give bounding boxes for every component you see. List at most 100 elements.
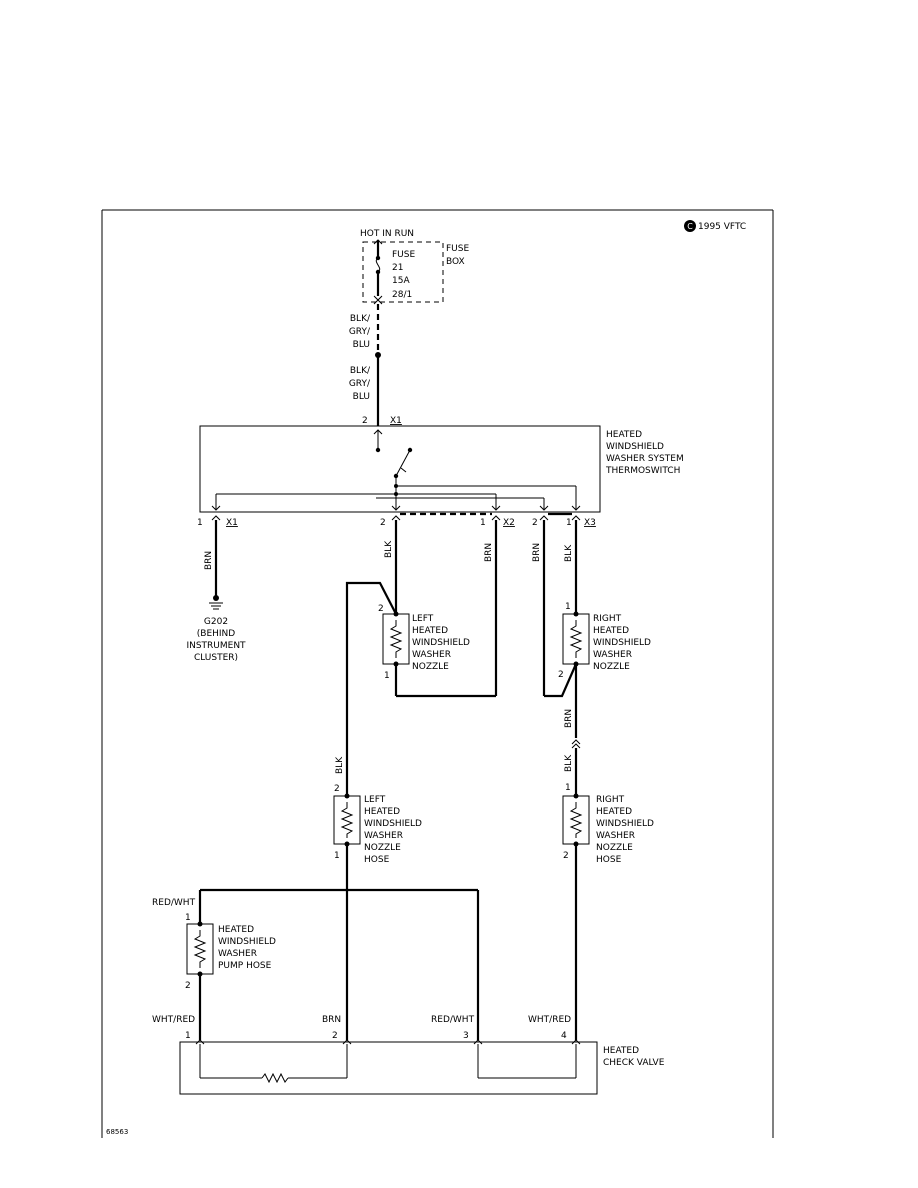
right-nozzle: BRN BLK 1 2 RIGHT HEATED WINDSHIELD WASH… xyxy=(532,520,651,796)
left-hose: BLK 2 1 LEFT HEATED WINDSHIELD WASHER NO… xyxy=(333,756,422,1040)
thermoswitch-label-1: HEATED xyxy=(606,430,642,440)
right-hose-label-5: NOZZLE xyxy=(596,843,633,853)
wire-label-ground: BRN xyxy=(204,551,214,570)
ground-label-2: (BEHIND xyxy=(197,629,236,639)
pin-x1-1-number: 1 xyxy=(197,518,203,528)
right-hose-pin-top: 1 xyxy=(565,783,571,793)
left-nozzle-label-3: WINDSHIELD xyxy=(412,638,470,648)
right-nozzle-label-5: NOZZLE xyxy=(593,662,630,672)
wire-label-top2-a: BLK/ xyxy=(350,366,371,376)
pump-hose-label-3: WASHER xyxy=(218,949,257,959)
pump-hose-pin-bottom: 2 xyxy=(185,981,191,991)
fuse-label-3: 15A xyxy=(392,276,410,286)
left-hose-label-1: LEFT xyxy=(364,795,386,805)
pin-x3-2-number: 2 xyxy=(532,518,538,528)
left-nozzle-pin-top: 2 xyxy=(378,604,384,614)
wire-label-cv-2: BRN xyxy=(322,1015,341,1025)
fuse-box-outline xyxy=(362,241,444,303)
wire-label-right-brn: BRN xyxy=(532,543,542,562)
check-valve: WHT/RED BRN RED/WHT WHT/RED 1 2 3 4 HEAT… xyxy=(152,1015,665,1095)
right-hose-label-2: HEATED xyxy=(596,807,632,817)
wire-label-top2-b: GRY/ xyxy=(349,379,371,389)
pin-x2-2-number: 2 xyxy=(380,518,386,528)
left-hose-label-6: HOSE xyxy=(364,855,390,865)
right-nozzle-label-2: HEATED xyxy=(593,626,629,636)
thermoswitch-label-3: WASHER SYSTEM xyxy=(606,454,684,464)
right-nozzle-label-4: WASHER xyxy=(593,650,632,660)
right-nozzle-label-3: WINDSHIELD xyxy=(593,638,651,648)
fuse-label-2: 21 xyxy=(392,263,403,273)
check-valve-label-2: CHECK VALVE xyxy=(603,1058,665,1068)
thermoswitch-outline xyxy=(199,425,601,513)
wire-label-left-hose-blk: BLK xyxy=(335,756,345,774)
thermoswitch-label-2: WINDSHIELD xyxy=(606,442,664,452)
wire-label-right-blk: BLK xyxy=(564,544,574,562)
left-hose-pin-bottom: 1 xyxy=(334,851,340,861)
wire-label-cv-1: WHT/RED xyxy=(152,1015,195,1025)
right-hose: 1 2 RIGHT HEATED WINDSHIELD WASHER NOZZL… xyxy=(562,783,654,1040)
ground-label-3: INSTRUMENT xyxy=(186,641,246,651)
copyright-mark: C 1995 VFTC xyxy=(684,220,746,232)
wire-label-left-blk: BLK xyxy=(384,540,394,558)
left-nozzle: BLK BRN 2 1 LEFT HEATED WINDSHIELD WASHE… xyxy=(345,520,498,796)
right-hose-label-4: WASHER xyxy=(596,831,635,841)
ground-label-4: CLUSTER) xyxy=(194,653,238,663)
pump-hose-label-4: PUMP HOSE xyxy=(218,961,272,971)
pump-hose-pin-top: 1 xyxy=(185,913,191,923)
fuse-box: HOT IN RUN FUSE 21 15A 28/1 FUSE BOX xyxy=(360,229,469,305)
right-nozzle-pin-bottom: 2 xyxy=(558,670,564,680)
left-hose-label-3: WINDSHIELD xyxy=(364,819,422,829)
fuse-box-label-1: FUSE xyxy=(446,244,469,254)
wire-label-top2-c: BLU xyxy=(353,392,370,402)
diagram-frame xyxy=(101,209,774,1138)
wire-label-top1-a: BLK/ xyxy=(350,314,371,324)
fuse-box-label-2: BOX xyxy=(446,257,465,267)
left-nozzle-label-4: WASHER xyxy=(412,650,451,660)
pin-top-connector: X1 xyxy=(390,416,402,426)
pin-x3-1-number: 1 xyxy=(566,518,572,528)
check-valve-pin-3: 3 xyxy=(463,1031,469,1041)
wire-label-pump-red: RED/WHT xyxy=(152,898,196,908)
check-valve-outline xyxy=(179,1041,598,1095)
wire-label-top1-b: GRY/ xyxy=(349,327,371,337)
power-wire: BLK/ GRY/ BLU BLK/ GRY/ BLU xyxy=(349,304,381,426)
wire-label-top1-c: BLU xyxy=(353,340,370,350)
right-hose-label-6: HOSE xyxy=(596,855,622,865)
pump-hose: RED/WHT 1 2 HEATED WINDSHIELD WASHER PUM… xyxy=(152,888,480,1040)
left-hose-label-4: WASHER xyxy=(364,831,403,841)
ground-label-1: G202 xyxy=(204,617,228,627)
wire-label-cv-4: WHT/RED xyxy=(528,1015,571,1025)
fuse-label-1: FUSE xyxy=(392,250,415,260)
wire-label-cv-3: RED/WHT xyxy=(431,1015,475,1025)
pin-x2-1-number: 1 xyxy=(480,518,486,528)
ground-g202: BRN G202 (BEHIND INSTRUMENT CLUSTER) xyxy=(186,520,246,663)
left-nozzle-label-5: NOZZLE xyxy=(412,662,449,672)
thermoswitch: HEATED WINDSHIELD WASHER SYSTEM THERMOSW… xyxy=(197,416,684,528)
right-hose-pin-bottom: 2 xyxy=(563,851,569,861)
wire-label-right-lower-blk: BLK xyxy=(564,754,574,772)
pump-hose-label-1: HEATED xyxy=(218,925,254,935)
figure-id: 68563 xyxy=(106,1128,128,1136)
check-valve-pin-2: 2 xyxy=(332,1031,338,1041)
right-nozzle-pin-top: 1 xyxy=(565,602,571,612)
wire-label-x2-brn: BRN xyxy=(484,543,494,562)
check-valve-pin-4: 4 xyxy=(561,1031,567,1041)
left-nozzle-pin-bottom: 1 xyxy=(384,671,390,681)
left-hose-label-5: NOZZLE xyxy=(364,843,401,853)
copyright-symbol: C xyxy=(687,222,693,231)
fuse-label-4: 28/1 xyxy=(392,290,412,300)
pump-hose-label-2: WINDSHIELD xyxy=(218,937,276,947)
pin-x2-connector: X2 xyxy=(503,518,515,528)
check-valve-pin-1: 1 xyxy=(185,1031,191,1041)
right-hose-label-1: RIGHT xyxy=(596,795,625,805)
left-hose-pin-top: 2 xyxy=(334,784,340,794)
pin-top-number: 2 xyxy=(362,416,368,426)
thermoswitch-label-4: THERMOSWITCH xyxy=(605,466,680,476)
left-nozzle-label-1: LEFT xyxy=(412,614,434,624)
check-valve-label-1: HEATED xyxy=(603,1046,639,1056)
wire-label-right-lower-brn: BRN xyxy=(564,709,574,728)
hot-in-run-label: HOT IN RUN xyxy=(360,229,414,239)
pin-x1-1-connector: X1 xyxy=(226,518,238,528)
right-nozzle-label-1: RIGHT xyxy=(593,614,622,624)
